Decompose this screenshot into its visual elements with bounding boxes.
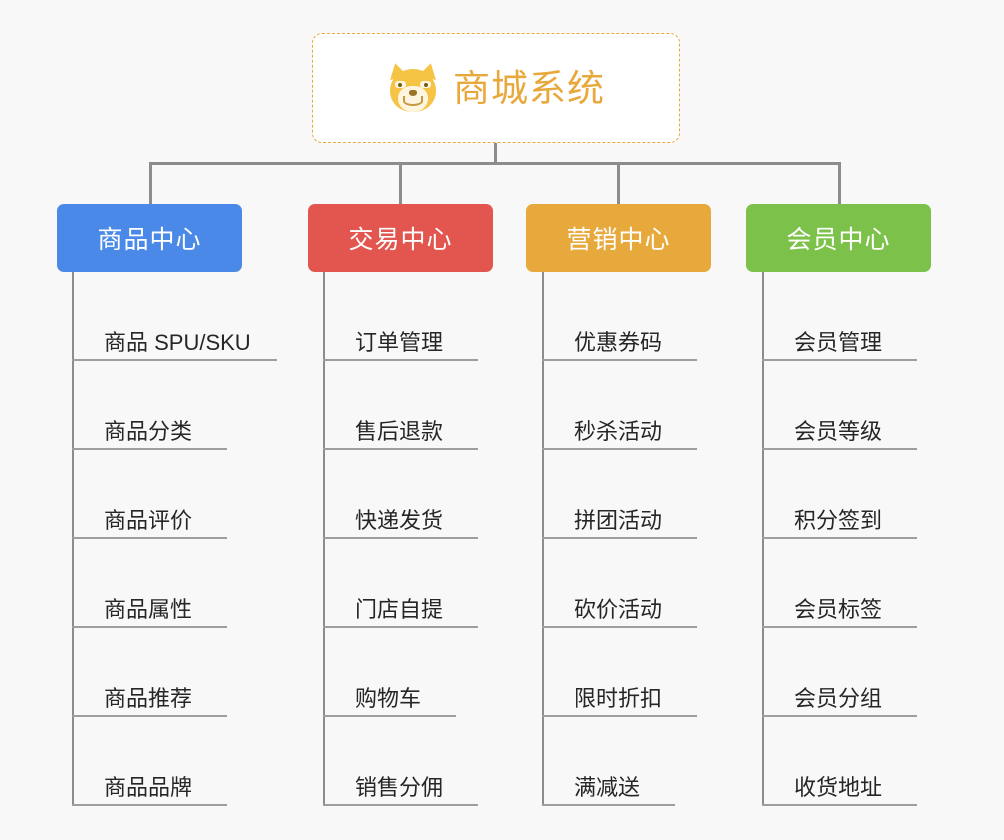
leaf-item[interactable]: 商品品牌 (72, 717, 227, 806)
branch-label: 会员中心 (786, 226, 891, 254)
leaf-label: 拼团活动 (574, 507, 663, 533)
leaf-spine (72, 272, 74, 806)
leaf-label: 会员分组 (794, 685, 883, 711)
leaf-item[interactable]: 拼团活动 (542, 450, 697, 539)
branch-card-member-center[interactable]: 会员中心 (746, 204, 931, 272)
branch-card-marketing-center[interactable]: 营销中心 (526, 204, 711, 272)
leaf-label: 砍价活动 (574, 596, 663, 622)
leaf-item[interactable]: 限时折扣 (542, 628, 697, 717)
leaf-label: 商品 SPU/SKU (104, 329, 251, 355)
leaf-label: 商品推荐 (104, 685, 193, 711)
leaf-item[interactable]: 优惠券码 (542, 272, 697, 361)
leaf-label: 销售分佣 (355, 774, 444, 800)
leaf-label: 优惠券码 (574, 329, 663, 355)
leaf-label: 满减送 (574, 774, 641, 800)
leaf-item[interactable]: 砍价活动 (542, 539, 697, 628)
leaf-label: 门店自提 (355, 596, 444, 622)
connector-drop-branch-4 (838, 162, 841, 204)
connector-drop-branch-1 (149, 162, 152, 204)
branch-card-product-center[interactable]: 商品中心 (57, 204, 242, 272)
leaf-item[interactable]: 快递发货 (323, 450, 478, 539)
leaf-item[interactable]: 积分签到 (762, 450, 917, 539)
leaf-label: 商品属性 (104, 596, 193, 622)
root-node-shopping-mall-system[interactable]: 商城系统 (312, 33, 680, 143)
leaf-item[interactable]: 会员标签 (762, 539, 917, 628)
leaf-item[interactable]: 会员等级 (762, 361, 917, 450)
branch-card-trade-center[interactable]: 交易中心 (308, 204, 493, 272)
branch-label: 商品中心 (97, 226, 202, 254)
leaf-item[interactable]: 销售分佣 (323, 717, 478, 806)
leaf-label: 商品分类 (104, 418, 193, 444)
leaf-item[interactable]: 商品推荐 (72, 628, 227, 717)
leaf-item[interactable]: 门店自提 (323, 539, 478, 628)
connector-drop-branch-3 (617, 162, 620, 204)
leaf-item[interactable]: 满减送 (542, 717, 675, 806)
connector-horizontal-bus (149, 162, 841, 165)
root-title: 商城系统 (453, 67, 605, 109)
leaf-item[interactable]: 会员管理 (762, 272, 917, 361)
leaf-label: 收货地址 (794, 774, 883, 800)
branch-label: 营销中心 (566, 226, 671, 254)
connector-drop-branch-2 (399, 162, 402, 204)
leaf-label: 商品评价 (104, 507, 193, 533)
leaf-spine (323, 272, 325, 806)
leaf-spine (542, 272, 544, 806)
leaf-spine (762, 272, 764, 806)
leaf-item[interactable]: 收货地址 (762, 717, 917, 806)
leaf-label: 积分签到 (794, 507, 883, 533)
leaf-label: 快递发货 (355, 507, 444, 533)
connector-root-stem (494, 143, 497, 164)
shiba-dog-face-icon (386, 61, 440, 114)
leaf-label: 售后退款 (355, 418, 444, 444)
leaf-label: 秒杀活动 (574, 418, 663, 444)
leaf-label: 会员等级 (794, 418, 883, 444)
leaf-item[interactable]: 会员分组 (762, 628, 917, 717)
leaf-label: 商品品牌 (104, 774, 193, 800)
leaf-item[interactable]: 秒杀活动 (542, 361, 697, 450)
leaf-item[interactable]: 商品评价 (72, 450, 227, 539)
leaf-item[interactable]: 商品 SPU/SKU (72, 272, 277, 361)
leaf-label: 限时折扣 (574, 685, 663, 711)
leaf-label: 订单管理 (355, 329, 444, 355)
leaf-item[interactable]: 售后退款 (323, 361, 478, 450)
leaf-item[interactable]: 商品分类 (72, 361, 227, 450)
leaf-label: 会员管理 (794, 329, 883, 355)
leaf-label: 会员标签 (794, 596, 883, 622)
branch-label: 交易中心 (348, 226, 453, 254)
leaf-item[interactable]: 订单管理 (323, 272, 478, 361)
leaf-item[interactable]: 商品属性 (72, 539, 227, 628)
leaf-item[interactable]: 购物车 (323, 628, 456, 717)
leaf-label: 购物车 (355, 685, 422, 711)
